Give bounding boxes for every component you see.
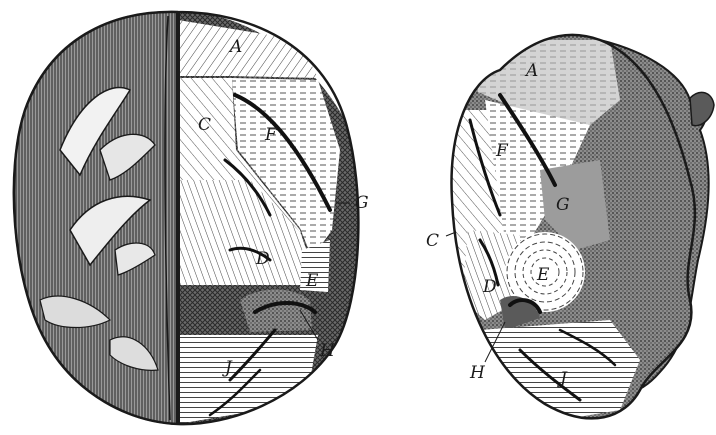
label-left-H: H xyxy=(319,341,336,361)
left-brain-figure: A C F G D E H J xyxy=(14,12,369,424)
label-left-G: G xyxy=(355,193,369,213)
label-right-G: G xyxy=(556,195,570,215)
label-left-C: C xyxy=(198,115,211,135)
label-right-A: A xyxy=(524,61,538,81)
label-left-A: A xyxy=(228,37,242,57)
label-right-F: F xyxy=(495,141,509,161)
label-right-H: H xyxy=(469,363,486,383)
label-right-C: C xyxy=(426,231,439,251)
label-right-E: E xyxy=(536,265,550,285)
right-brain-figure: A F G C D E H J xyxy=(426,20,716,435)
label-left-F: F xyxy=(264,125,278,145)
region-H xyxy=(240,289,312,332)
right-hemisphere-regions xyxy=(178,12,358,424)
label-left-D: D xyxy=(255,249,270,269)
label-left-E: E xyxy=(305,271,319,291)
label-right-D: D xyxy=(482,277,497,297)
